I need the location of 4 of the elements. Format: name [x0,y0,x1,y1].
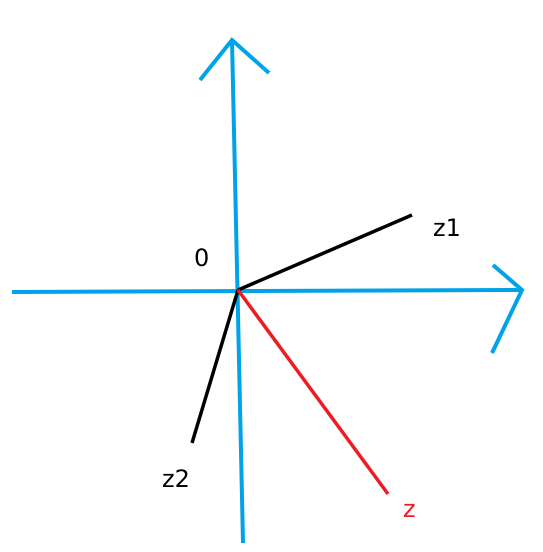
vector-label: z1 [433,214,461,242]
vector-label: z2 [162,465,190,493]
origin-label: 0 [194,244,210,272]
vector-label: z [403,495,416,523]
